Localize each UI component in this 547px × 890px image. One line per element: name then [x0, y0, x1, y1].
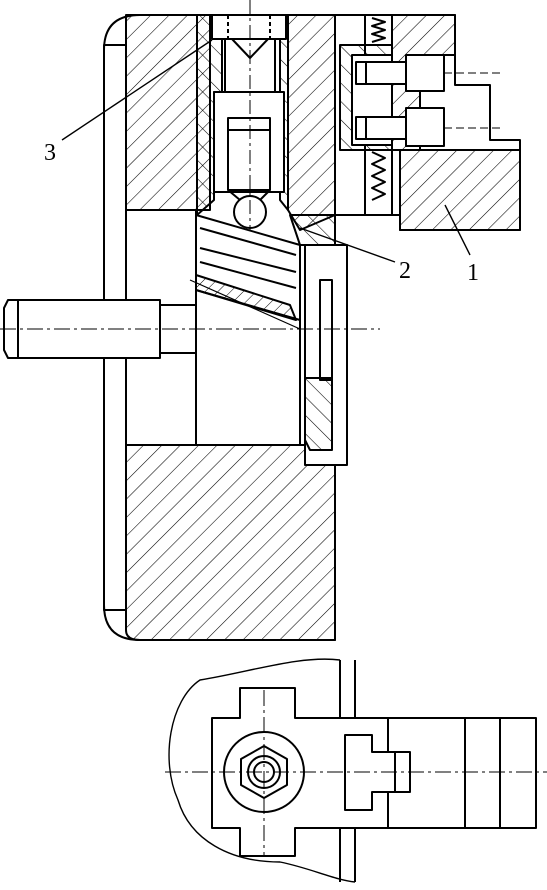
lower-body-section	[125, 444, 336, 641]
jaw-1	[399, 149, 521, 231]
part-break-outline	[168, 658, 356, 883]
spring-upper	[371, 17, 386, 43]
callout-3: 3	[44, 140, 56, 166]
spring-lower	[371, 151, 386, 201]
leader-line-1	[444, 204, 471, 256]
leader-line-2	[299, 227, 396, 263]
leader-line-3	[61, 39, 213, 141]
plunger-body	[213, 91, 285, 193]
upper-body-section	[125, 14, 211, 211]
cap-screw-lower	[355, 107, 500, 147]
callout-1: 1	[467, 260, 479, 286]
slide-plan	[344, 734, 411, 811]
section-view	[0, 0, 521, 641]
cap-screw-upper	[355, 54, 500, 92]
set-screw-head	[211, 14, 287, 40]
clamp-block-plan	[387, 717, 537, 829]
plan-view	[165, 658, 547, 883]
callout-2: 2	[399, 258, 411, 284]
